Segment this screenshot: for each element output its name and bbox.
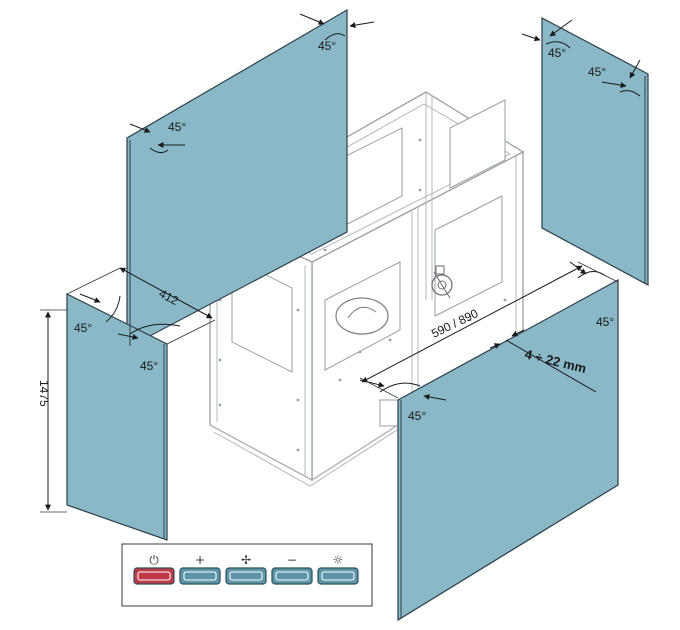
angle-label-3: 45° bbox=[548, 46, 566, 60]
control-button-body[interactable] bbox=[317, 567, 359, 585]
angle-label-2: 45° bbox=[168, 120, 186, 134]
light-icon: ☼ bbox=[333, 553, 344, 567]
control-button-power[interactable]: ⏻ bbox=[133, 553, 175, 585]
angle-label-8: 45° bbox=[596, 315, 614, 329]
control-button-inner-frame bbox=[321, 571, 355, 581]
angle-markers: 45° 45° 45° 45° 45° 45° 45° 45° bbox=[74, 13, 641, 423]
angle-label-6: 45° bbox=[140, 359, 158, 373]
control-button-light[interactable]: ☼ bbox=[317, 553, 359, 585]
control-button-body[interactable] bbox=[133, 567, 175, 585]
frame-opening-back-right bbox=[449, 99, 506, 189]
dimension-1475: 1475 bbox=[37, 309, 67, 513]
control-button-fan[interactable]: ✢ bbox=[225, 553, 267, 585]
control-button-inner-frame bbox=[275, 571, 309, 581]
panel-front-left bbox=[66, 293, 168, 541]
control-button-inner-frame bbox=[229, 571, 263, 581]
frame-opening-front bbox=[231, 257, 293, 373]
control-panel: ⏻ + ✢ − ☼ bbox=[121, 543, 373, 607]
control-button-body[interactable] bbox=[179, 567, 221, 585]
fan-icon: ✢ bbox=[241, 553, 251, 567]
height-dimension-label: 1475 bbox=[37, 380, 51, 407]
power-icon: ⏻ bbox=[149, 553, 159, 567]
control-button-body[interactable] bbox=[271, 567, 313, 585]
angle-label-4: 45° bbox=[588, 65, 606, 79]
angle-label-7: 45° bbox=[408, 409, 426, 423]
angle-label-5: 45° bbox=[74, 321, 92, 335]
control-button-inner-frame bbox=[183, 571, 217, 581]
plus-icon: + bbox=[195, 553, 205, 567]
control-button-plus[interactable]: + bbox=[179, 553, 221, 585]
control-button-body[interactable] bbox=[225, 567, 267, 585]
angle-label-1: 45° bbox=[318, 39, 336, 53]
control-button-minus[interactable]: − bbox=[271, 553, 313, 585]
minus-icon: − bbox=[287, 553, 297, 567]
control-button-inner-frame bbox=[137, 571, 171, 581]
